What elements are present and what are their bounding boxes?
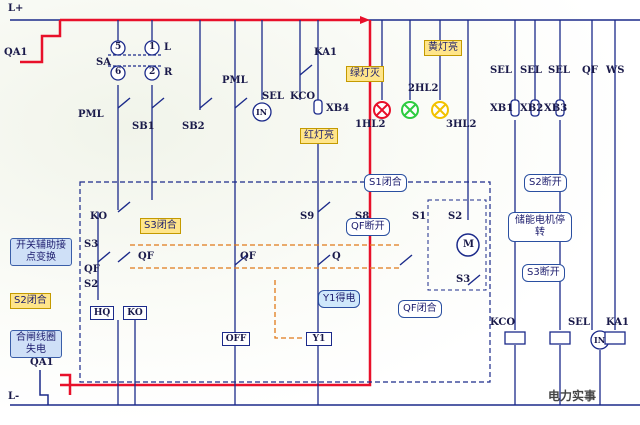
s3-label: S3: [84, 239, 99, 250]
sa-contact-2: 2: [149, 67, 156, 77]
xb1-label: XB1: [490, 103, 514, 114]
contact-symbols: [97, 64, 481, 286]
s2-right-label: S2: [448, 211, 463, 222]
sa-contact-1: 1: [149, 42, 156, 52]
red-on-callout: 红灯亮: [300, 128, 338, 144]
xb3-label: XB3: [544, 103, 568, 114]
sel-top-label: SEL: [262, 91, 284, 102]
xb4-label: XB4: [326, 103, 350, 114]
kco-top-label: KCO: [290, 91, 316, 102]
sel-r3-label: SEL: [548, 65, 570, 76]
off-coil: OFF: [222, 332, 250, 346]
s2-open-callout: S2断开: [524, 174, 567, 192]
mechanical-linkage: [130, 244, 400, 339]
close-coil-off-callout: 合闸线圈失电: [10, 330, 62, 358]
in-indicator-top: [252, 102, 272, 122]
arrow-right-icon: [360, 16, 370, 24]
sa-mark-l: L: [164, 42, 172, 53]
qf-open-callout: QF断开: [346, 218, 390, 236]
ws-label: WS: [606, 65, 625, 76]
sa-contact-5: 5: [115, 42, 122, 52]
s3-open-callout: S3断开: [522, 264, 565, 282]
qf-mid1-label: QF: [138, 251, 154, 262]
breaker-bottom-wire: [39, 370, 49, 405]
lamps: [373, 101, 449, 119]
ka1-bottom-label: KA1: [606, 317, 630, 328]
s1-close-callout: S1闭合: [364, 174, 407, 192]
in-top-label: IN: [256, 107, 268, 117]
y1-coil: Y1: [306, 332, 332, 346]
motor-label: M: [463, 239, 475, 250]
y1-powered-callout: Y1得电: [318, 290, 361, 308]
hq-coil: HQ: [90, 306, 114, 320]
energized-bottom-loop: [60, 373, 72, 395]
s3-right-label: S3: [456, 274, 471, 285]
ko-coil: KO: [123, 306, 147, 320]
hl1-label: 1HL2: [355, 119, 386, 130]
kco-bottom-label: KCO: [490, 317, 516, 328]
sel-r1-label: SEL: [490, 65, 512, 76]
s8-label: S8: [355, 211, 370, 222]
qf-close-callout: QF闭合: [398, 300, 442, 318]
s2-label: S2: [84, 279, 99, 290]
watermark: 电力实事: [548, 389, 597, 403]
aux-switch-callout: 开关辅助接点变换: [10, 238, 72, 266]
s3-close-callout: S3闭合: [140, 218, 181, 234]
ko-label: KO: [90, 211, 108, 222]
motor-stop-callout: 储能电机停转: [508, 212, 572, 242]
negative-rail-label: L-: [8, 391, 20, 402]
sel-bottom-label: SEL: [568, 317, 590, 328]
pml-right-label: PML: [222, 75, 248, 86]
sa-mark-r: R: [164, 67, 173, 78]
green-off-callout: 绿灯灭: [346, 66, 384, 82]
breaker-label-bottom: QA1: [30, 357, 54, 368]
sa-label: SA: [96, 57, 111, 68]
positive-rail-label: L+: [8, 3, 24, 14]
s1-label: S1: [412, 211, 427, 222]
coils: [504, 331, 626, 345]
sb1-label: SB1: [132, 121, 155, 132]
yellow-on-callout: 黄灯亮: [424, 40, 462, 56]
motor-icon: [456, 233, 480, 257]
link-symbols: [313, 99, 565, 117]
in-bottom-label: IN: [594, 335, 606, 345]
s2-close-callout: S2闭合: [10, 293, 51, 309]
energized-return-path: [60, 20, 372, 387]
qf-mid2-label: QF: [240, 251, 256, 262]
qf-left-label: QF: [84, 264, 100, 275]
breaker-label-top: QA1: [4, 47, 28, 58]
ka1-top-label: KA1: [314, 47, 338, 58]
sa-contact-6: 6: [115, 67, 122, 77]
s9-label: S9: [300, 211, 315, 222]
pml-left-label: PML: [78, 109, 104, 120]
xb2-label: XB2: [520, 103, 544, 114]
sb2-label: SB2: [182, 121, 205, 132]
qf-s9-label: Q: [332, 251, 341, 262]
breaker-dashed-box: [79, 181, 491, 383]
spring-dashed-box: [427, 199, 487, 291]
sel-r2-label: SEL: [520, 65, 542, 76]
energized-breaker-loop: [20, 20, 62, 64]
hl3-label: 3HL2: [446, 119, 477, 130]
qf-right-label: QF: [582, 65, 598, 76]
hl2-label: 2HL2: [408, 83, 439, 94]
sa-switch: [108, 40, 162, 81]
